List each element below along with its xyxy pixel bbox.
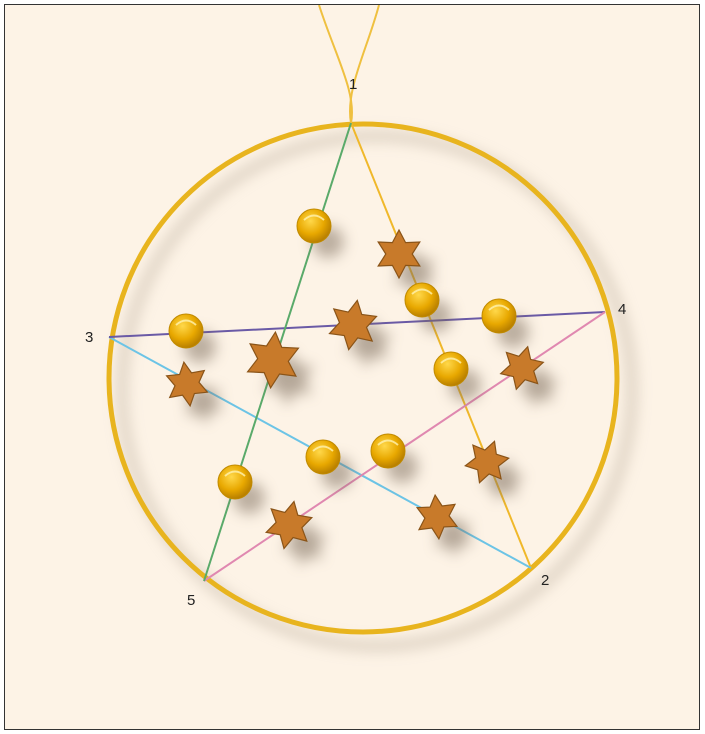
point-label-1: 1 [349, 76, 357, 93]
diagram-frame: 1 2 3 4 5 [4, 4, 700, 730]
point-label-5: 5 [187, 592, 195, 609]
star-charms [167, 230, 544, 549]
gold-bead [434, 352, 468, 386]
ornament-shadows [183, 226, 560, 567]
hanging-thread-left [319, 5, 352, 123]
gold-bead [218, 465, 252, 499]
gold-bead [297, 209, 331, 243]
gold-bead [405, 283, 439, 317]
gold-bead [371, 434, 405, 468]
point-label-3: 3 [85, 329, 93, 346]
star-charm [501, 347, 544, 390]
gold-bead [306, 440, 340, 474]
gold-bead [482, 299, 516, 333]
hanging-thread-right [350, 5, 379, 123]
gold-beads [169, 209, 516, 499]
point-label-2: 2 [541, 572, 549, 589]
gold-bead [169, 314, 203, 348]
ornament-diagram: 1 2 3 4 5 [5, 5, 700, 730]
point-label-4: 4 [618, 301, 626, 318]
